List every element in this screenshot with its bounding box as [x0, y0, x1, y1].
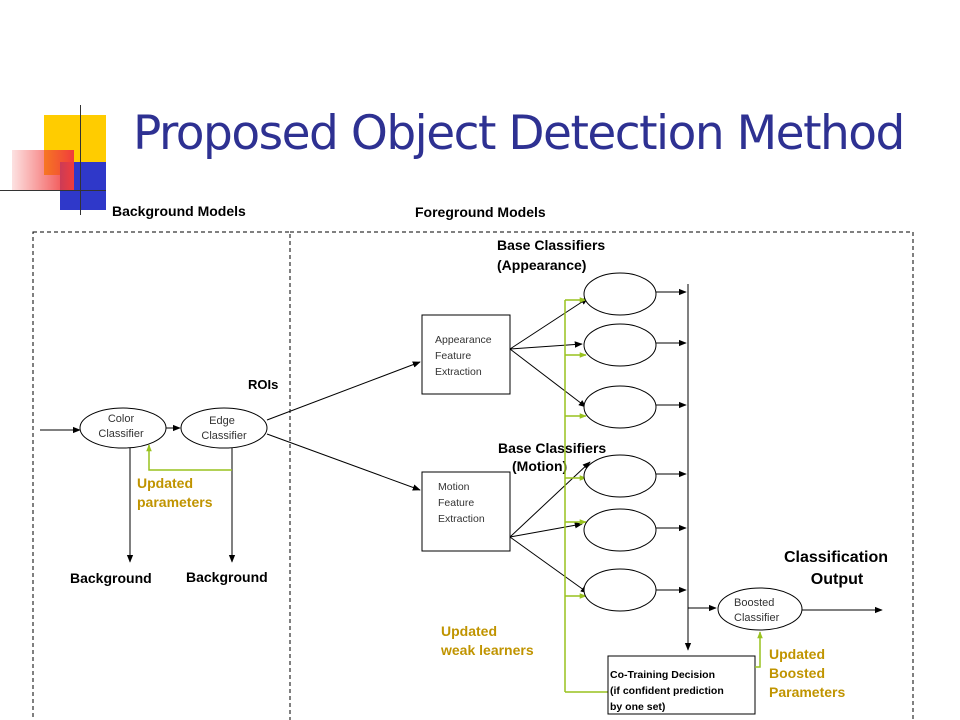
svg-text:by one set): by one set) — [610, 701, 665, 713]
svg-text:Feature: Feature — [438, 497, 474, 509]
classification-output-label: Classification — [784, 549, 888, 566]
svg-text:Color: Color — [108, 413, 135, 425]
base-classifiers-appearance-label: Base Classifiers — [497, 237, 605, 253]
svg-text:Boosted: Boosted — [769, 665, 825, 681]
svg-text:Boosted: Boosted — [734, 597, 774, 609]
background-output-2: Background — [186, 569, 268, 585]
appearance-feature-extraction — [421, 314, 511, 395]
updated-parameters-label: Updated — [137, 475, 193, 491]
rois-label: ROIs — [248, 377, 278, 392]
svg-text:Output: Output — [811, 571, 864, 588]
base-classifier-motion-1 — [583, 454, 657, 498]
boosted-classifier-node — [717, 587, 803, 631]
updated-boosted-parameters-label: Updated — [769, 646, 825, 662]
svg-text:Parameters: Parameters — [769, 684, 845, 700]
svg-text:parameters: parameters — [137, 494, 213, 510]
motion-feature-extraction — [421, 471, 511, 552]
svg-text:Edge: Edge — [209, 415, 235, 427]
base-classifier-motion-3 — [583, 568, 657, 612]
svg-text:Classifier: Classifier — [201, 430, 247, 442]
svg-text:Classifier: Classifier — [98, 428, 144, 440]
foreground-models-box — [289, 231, 914, 720]
svg-text:Feature: Feature — [435, 350, 471, 362]
page-title: Proposed Object Detection Method — [133, 106, 905, 161]
co-training-decision-box — [607, 655, 756, 715]
svg-text:(if confident prediction: (if confident prediction — [610, 685, 724, 697]
updated-weak-learners-label: Updated — [441, 623, 497, 639]
base-classifier-motion-2 — [583, 508, 657, 552]
svg-text:Motion: Motion — [438, 481, 470, 493]
svg-text:Extraction: Extraction — [438, 513, 485, 525]
svg-text:Extraction: Extraction — [435, 366, 482, 378]
svg-text:Appearance: Appearance — [435, 334, 492, 346]
svg-text:Co-Training Decision: Co-Training Decision — [610, 669, 715, 681]
svg-text:weak learners: weak learners — [440, 642, 534, 658]
background-output-1: Background — [70, 570, 152, 586]
base-classifier-appearance-3 — [583, 385, 657, 429]
foreground-models-label: Foreground Models — [415, 204, 546, 220]
background-models-label: Background Models — [112, 203, 246, 219]
svg-text:(Appearance): (Appearance) — [497, 257, 586, 273]
edge-classifier-node — [180, 407, 268, 449]
svg-text:Classifier: Classifier — [734, 612, 780, 624]
base-classifier-appearance-2 — [583, 323, 657, 367]
svg-text:(Motion): (Motion) — [512, 458, 567, 474]
base-classifier-appearance-1 — [583, 272, 657, 316]
base-classifiers-motion-label: Base Classifiers — [498, 440, 606, 456]
